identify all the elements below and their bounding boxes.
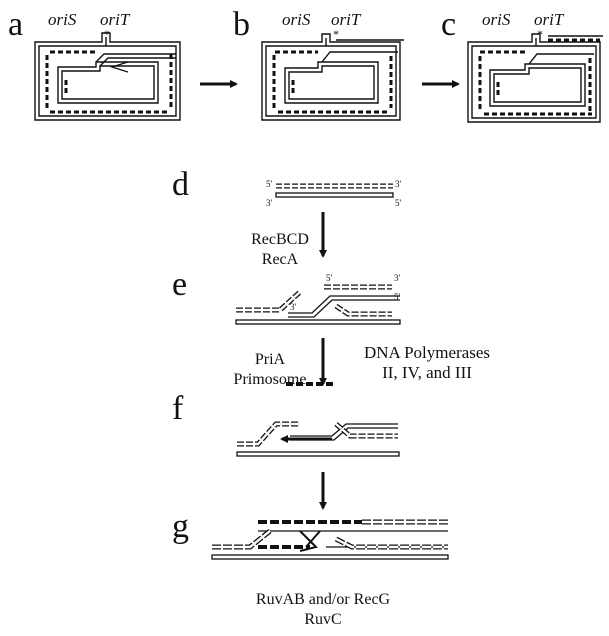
end-e-5-top: 5': [326, 273, 333, 283]
label-orit-b: oriT: [331, 10, 361, 29]
label-pria-line2: Primosome: [233, 371, 307, 388]
label-oris-b: oriS: [282, 10, 311, 29]
end-d-5-right: 5': [395, 198, 402, 208]
plasmid-b: [261, 33, 404, 121]
label-ruv-line2: RuvC: [304, 611, 342, 628]
label-oris-a: oriS: [48, 10, 77, 29]
label-recbcd-line2: RecA: [261, 251, 299, 268]
plasmid-c: [467, 33, 603, 123]
label-polymerases-line2: II, IV, and III: [382, 363, 472, 382]
label-ruv-line1: RuvAB and/or RecG: [255, 591, 391, 608]
extension-f: [236, 382, 400, 457]
panel-label-c: c: [441, 6, 457, 43]
label-recbcd: RecBCD RecA: [240, 230, 320, 270]
label-polymerases: DNA Polymerases II, IV, and III: [352, 343, 502, 383]
star-b: *: [333, 27, 339, 41]
label-orit-a: oriT: [100, 10, 130, 29]
panel-label-a: a: [8, 6, 24, 43]
panel-label-b: b: [233, 6, 250, 43]
panel-label-e: e: [172, 266, 188, 303]
label-orit-c: oriT: [534, 10, 564, 29]
end-e-5-right: 5': [394, 292, 401, 302]
duplex-d: [275, 183, 394, 198]
star-a: *: [104, 27, 110, 41]
label-recbcd-line1: RecBCD: [251, 231, 309, 248]
star-c: *: [537, 27, 543, 41]
panel-label-g: g: [172, 508, 189, 545]
panel-label-d: d: [172, 166, 189, 203]
label-pria: PriA Primosome: [225, 350, 315, 390]
label-ruv: RuvAB and/or RecG RuvC: [238, 590, 408, 630]
panel-label-f: f: [172, 390, 184, 427]
holliday-g: [211, 519, 449, 560]
end-d-3-right: 3': [395, 179, 402, 189]
end-d-5-left: 5': [266, 179, 273, 189]
label-pria-line1: PriA: [254, 351, 286, 368]
end-e-3-top: 3': [394, 273, 401, 283]
plasmid-a: [34, 32, 181, 121]
label-polymerases-line1: DNA Polymerases: [363, 343, 491, 362]
label-oris-c: oriS: [482, 10, 511, 29]
invasion-e: [235, 284, 401, 325]
end-e-3-mid: 3': [290, 302, 297, 312]
end-d-3-left: 3': [266, 198, 273, 208]
